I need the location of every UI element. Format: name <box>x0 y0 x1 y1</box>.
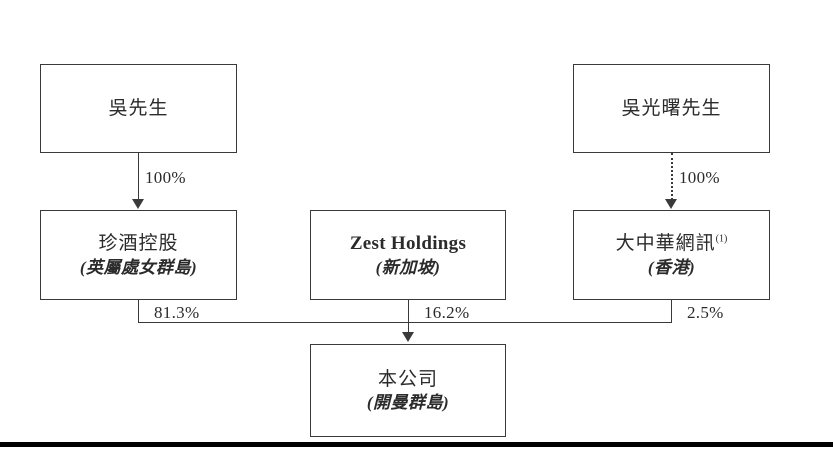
node-company-place: (開曼群島) <box>366 393 450 413</box>
node-dazhonghua-name: 大中華網訊 <box>615 233 716 254</box>
node-zest-place: (新加坡) <box>375 257 441 277</box>
node-wu-mr: 吳先生 <box>40 64 237 153</box>
edge-company-arrow-icon <box>402 332 414 342</box>
node-zhenjiu-name: 珍酒控股 <box>98 233 179 254</box>
node-dazhonghua-netcom: 大中華網訊(1) (香港) <box>573 210 770 300</box>
edge-company-stem <box>408 322 409 334</box>
node-company-name: 本公司 <box>377 368 438 390</box>
edge-label-zest-to-company: 16.2% <box>424 303 470 322</box>
edge-guangshu-to-dazhonghua-arrow-icon <box>665 199 677 209</box>
page-bottom-rule <box>0 442 833 447</box>
node-dazhonghua-place: (香港) <box>647 257 696 277</box>
edge-label-dazhonghua-to-company: 2.5% <box>687 303 724 322</box>
node-zhenjiu-holdings: 珍酒控股 (英屬處女群島) <box>40 210 237 300</box>
edge-label-wu-to-zhenjiu: 100% <box>145 168 186 187</box>
edge-company-bus-line <box>138 322 672 323</box>
edge-label-guangshu-to-dazhonghua: 100% <box>679 168 720 187</box>
node-dazhonghua-footnote-marker: (1) <box>715 233 728 245</box>
edge-wu-to-zhenjiu-line <box>138 153 139 201</box>
edge-zhenjiu-to-company-drop <box>138 300 139 322</box>
node-zest-name: Zest Holdings <box>349 233 467 254</box>
node-zhenjiu-place: (英屬處女群島) <box>79 257 198 277</box>
node-wu-guangshu: 吳光曙先生 <box>573 64 770 153</box>
node-wu-guangshu-name: 吳光曙先生 <box>621 97 722 119</box>
edge-dazhonghua-to-company-drop <box>671 300 672 322</box>
edge-wu-to-zhenjiu-arrow-icon <box>132 199 144 209</box>
node-dazhonghua-name-wrap: 大中華網訊(1) <box>616 232 728 256</box>
edge-guangshu-to-dazhonghua-line <box>671 153 673 200</box>
node-zest-holdings: Zest Holdings (新加坡) <box>310 210 506 300</box>
node-wu-mr-name: 吳先生 <box>108 97 169 119</box>
edge-label-zhenjiu-to-company: 81.3% <box>154 303 200 322</box>
node-the-company: 本公司 (開曼群島) <box>310 344 506 437</box>
edge-zest-to-company-drop <box>408 300 409 322</box>
